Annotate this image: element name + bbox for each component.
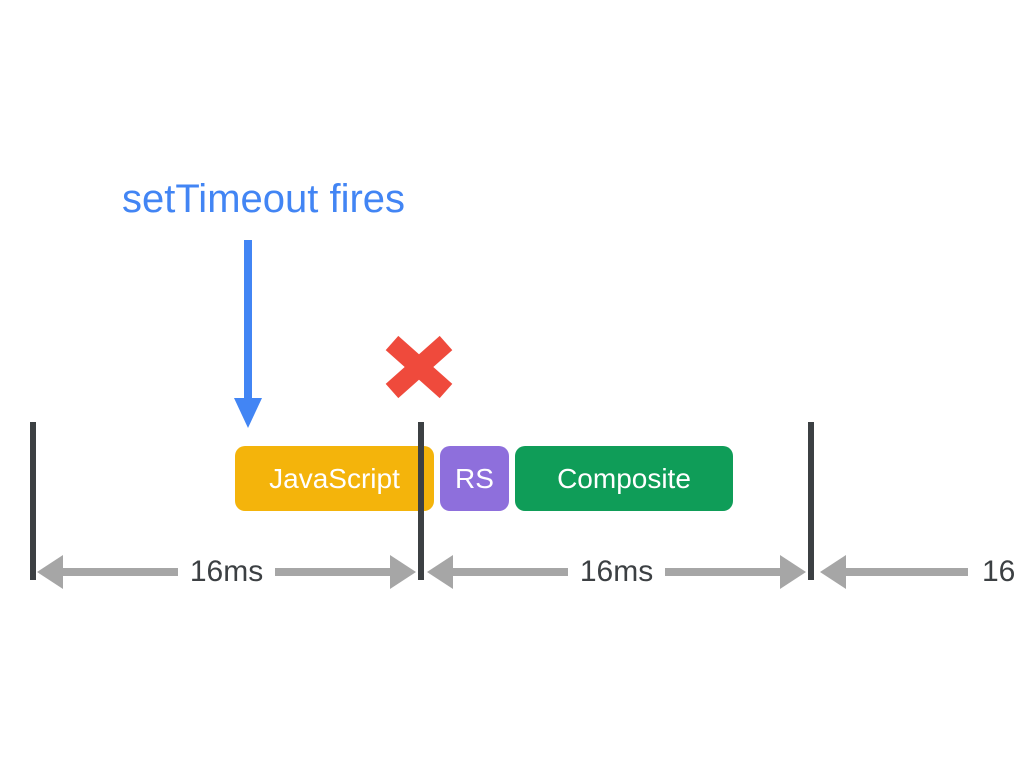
arrowhead-left-icon xyxy=(820,555,846,589)
task-block-rs: RS xyxy=(440,446,509,511)
down-arrow-head-icon xyxy=(234,398,262,428)
down-arrow-icon xyxy=(244,240,252,400)
task-block-composite: Composite xyxy=(515,446,733,511)
interval-label-1: 16ms xyxy=(189,555,264,588)
interval-label-2: 16ms xyxy=(579,555,654,588)
arrow-shaft xyxy=(846,568,968,576)
arrowhead-right-icon xyxy=(390,555,417,589)
arrow-shaft xyxy=(665,568,781,576)
arrowhead-left-icon xyxy=(37,555,63,589)
arrow-shaft xyxy=(63,568,178,576)
arrow-shaft xyxy=(275,568,391,576)
interval-arrow-2: 16ms xyxy=(427,555,807,589)
cancel-x-icon xyxy=(385,335,453,399)
interval-arrow-3: 16 xyxy=(820,555,1024,589)
arrow-shaft xyxy=(453,568,568,576)
frame-boundary-line-3 xyxy=(808,422,814,580)
interval-arrow-1: 16ms xyxy=(37,555,417,589)
settimeout-fires-label: setTimeout fires xyxy=(122,177,406,221)
arrowhead-right-icon xyxy=(780,555,807,589)
task-block-javascript: JavaScript xyxy=(235,446,434,511)
arrowhead-left-icon xyxy=(427,555,453,589)
frame-boundary-line-1 xyxy=(30,422,36,580)
frame-boundary-line-2 xyxy=(418,422,424,580)
interval-label-3: 16 xyxy=(982,555,1016,588)
